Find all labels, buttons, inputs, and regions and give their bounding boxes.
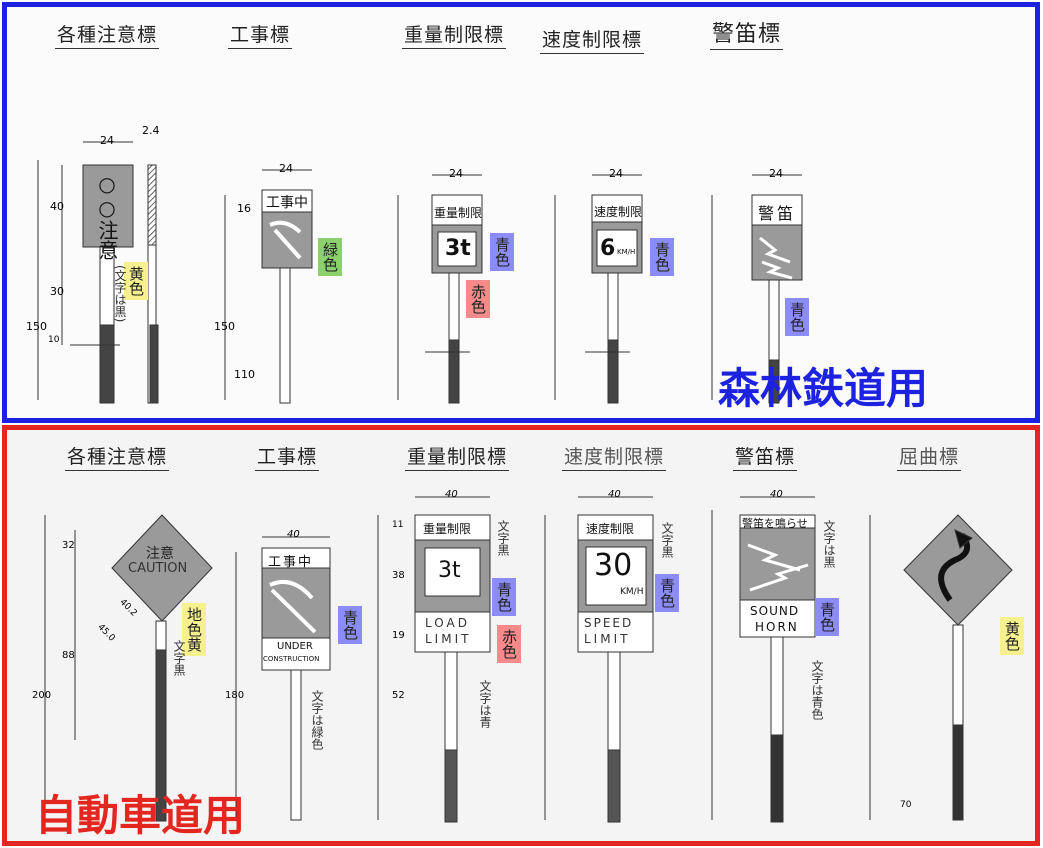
forest-horn-sign-text: 警笛 — [758, 204, 797, 223]
forest-dim-w24-horn: 24 — [769, 167, 783, 180]
road-curve-color-tag: 黄色 — [1000, 617, 1024, 655]
road-horn-note-top: 文字は黒 — [822, 520, 836, 568]
road-weight-note-top: 文字黒 — [496, 520, 510, 556]
road-header-weight: 重量制限標 — [405, 442, 510, 471]
road-construction-color-tag: 青色 — [338, 606, 362, 644]
forest-dim-w24-construction: 24 — [279, 162, 293, 175]
road-caution-color-tag: 地色黄 — [182, 603, 206, 656]
road-speed-sign-unit: KM/H — [620, 587, 644, 597]
road-header-curve: 屈曲標 — [897, 442, 962, 471]
forest-horn-color-tag: 青色 — [785, 298, 809, 336]
road-weight-sign-header: 重量制限 — [423, 522, 472, 536]
forest-speed-sign-header: 速度制限 — [594, 205, 643, 219]
road-dim-180: 180 — [225, 690, 245, 701]
road-dim-32: 32 — [62, 540, 75, 551]
forest-construction-sign-text: 工事中 — [266, 195, 308, 211]
forest-dim-w24-speed: 24 — [609, 167, 623, 180]
road-dim-38: 38 — [392, 570, 405, 581]
road-speed-note-top: 文字黒 — [660, 522, 674, 558]
road-dim-11: 11 — [392, 520, 404, 530]
road-header-caution: 各種注意標 — [65, 442, 170, 471]
forest-construction-color-tag: 緑色 — [318, 238, 342, 276]
road-speed-sign-en2: LIMIT — [584, 632, 631, 646]
road-dim-70: 70 — [900, 800, 912, 810]
forest-header-construction: 工事標 — [228, 20, 293, 49]
road-header-speed: 速度制限標 — [562, 442, 667, 471]
forest-railway-panel — [2, 2, 1040, 423]
forest-header-horn: 警笛標 — [710, 16, 784, 50]
road-weight-note: 文字は青 — [478, 680, 492, 728]
road-horn-sign-header: 警笛を鳴らせ — [742, 517, 808, 530]
road-weight-sign-en2: LIMIT — [425, 632, 472, 646]
road-horn-sign-en2: HORN — [755, 620, 799, 634]
road-dim-200: 200 — [32, 690, 52, 701]
road-dim-w40-weight: 40 — [445, 489, 458, 500]
forest-dim-16: 16 — [237, 202, 251, 215]
road-speed-sign-header: 速度制限 — [586, 522, 635, 536]
motor-road-title: 自動車道用 — [35, 791, 246, 840]
forest-speed-sign-value: 6 — [600, 236, 616, 261]
forest-dim-10: 10 — [48, 335, 60, 345]
forest-header-caution: 各種注意標 — [55, 20, 160, 49]
forest-header-weight: 重量制限標 — [402, 20, 507, 49]
road-dim-w40-speed: 40 — [608, 489, 621, 500]
road-dim-52: 52 — [392, 690, 405, 701]
forest-dim-150-construction: 150 — [214, 320, 235, 333]
forest-dim-40: 40 — [50, 200, 64, 213]
road-caution-note: 文字黒 — [172, 640, 186, 676]
road-horn-color-tag: 青色 — [815, 598, 839, 636]
forest-dim-w24b: 2.4 — [142, 124, 160, 137]
forest-dim-150-caution: 150 — [26, 320, 47, 333]
road-dim-88: 88 — [62, 650, 75, 661]
forest-weight-sign-value: 3t — [445, 236, 471, 261]
forest-header-speed: 速度制限標 — [540, 25, 645, 54]
road-speed-sign-en1: SPEED — [584, 616, 634, 630]
forest-caution-sign — [82, 164, 134, 248]
road-construction-sign-en2: CONSTRUCTION — [263, 655, 320, 663]
road-horn-sign-en1: SOUND — [750, 604, 800, 618]
road-header-horn: 警笛標 — [733, 442, 798, 471]
road-weight-color-tag-blue: 青色 — [492, 578, 516, 616]
road-construction-sign-text: 工事中 — [268, 555, 314, 570]
road-dim-19: 19 — [392, 630, 405, 641]
forest-weight-color-tag-red: 赤色 — [466, 280, 490, 318]
road-horn-note: 文字は青色 — [810, 660, 824, 720]
road-speed-sign-value: 30 — [594, 548, 633, 583]
road-caution-sign-en: CAUTION — [128, 561, 188, 576]
forest-speed-color-tag: 青色 — [650, 238, 674, 276]
forest-caution-color-tag: 黄色 — [124, 262, 148, 300]
forest-caution-note: (文字は黒) — [113, 265, 127, 323]
forest-dim-w24-caution: 24 — [100, 134, 114, 147]
forest-railway-title: 森林鉄道用 — [718, 364, 929, 413]
forest-speed-sign-unit: KM/H — [617, 248, 636, 256]
road-speed-color-tag: 青色 — [655, 574, 679, 612]
road-header-construction: 工事標 — [255, 442, 320, 471]
road-construction-sign-en1: UNDER — [277, 641, 313, 652]
road-dim-w40-horn: 40 — [770, 489, 783, 500]
forest-caution-sign-text: ○○注意 — [95, 172, 119, 260]
forest-dim-30: 30 — [50, 285, 64, 298]
road-weight-sign-value: 3t — [438, 558, 461, 583]
road-weight-color-tag-red: 赤色 — [497, 625, 521, 663]
road-weight-sign-en1: LOAD — [425, 616, 470, 630]
road-caution-sign-jp: 注意 — [146, 546, 174, 562]
forest-dim-110: 110 — [234, 368, 255, 381]
road-construction-note: 文字は緑色 — [310, 690, 324, 750]
motor-road-panel — [2, 425, 1040, 846]
forest-dim-w24-weight: 24 — [449, 167, 463, 180]
road-dim-w40-construction: 40 — [287, 529, 300, 540]
forest-weight-sign-header: 重量制限 — [434, 206, 483, 220]
forest-weight-color-tag-blue: 青色 — [490, 233, 514, 271]
